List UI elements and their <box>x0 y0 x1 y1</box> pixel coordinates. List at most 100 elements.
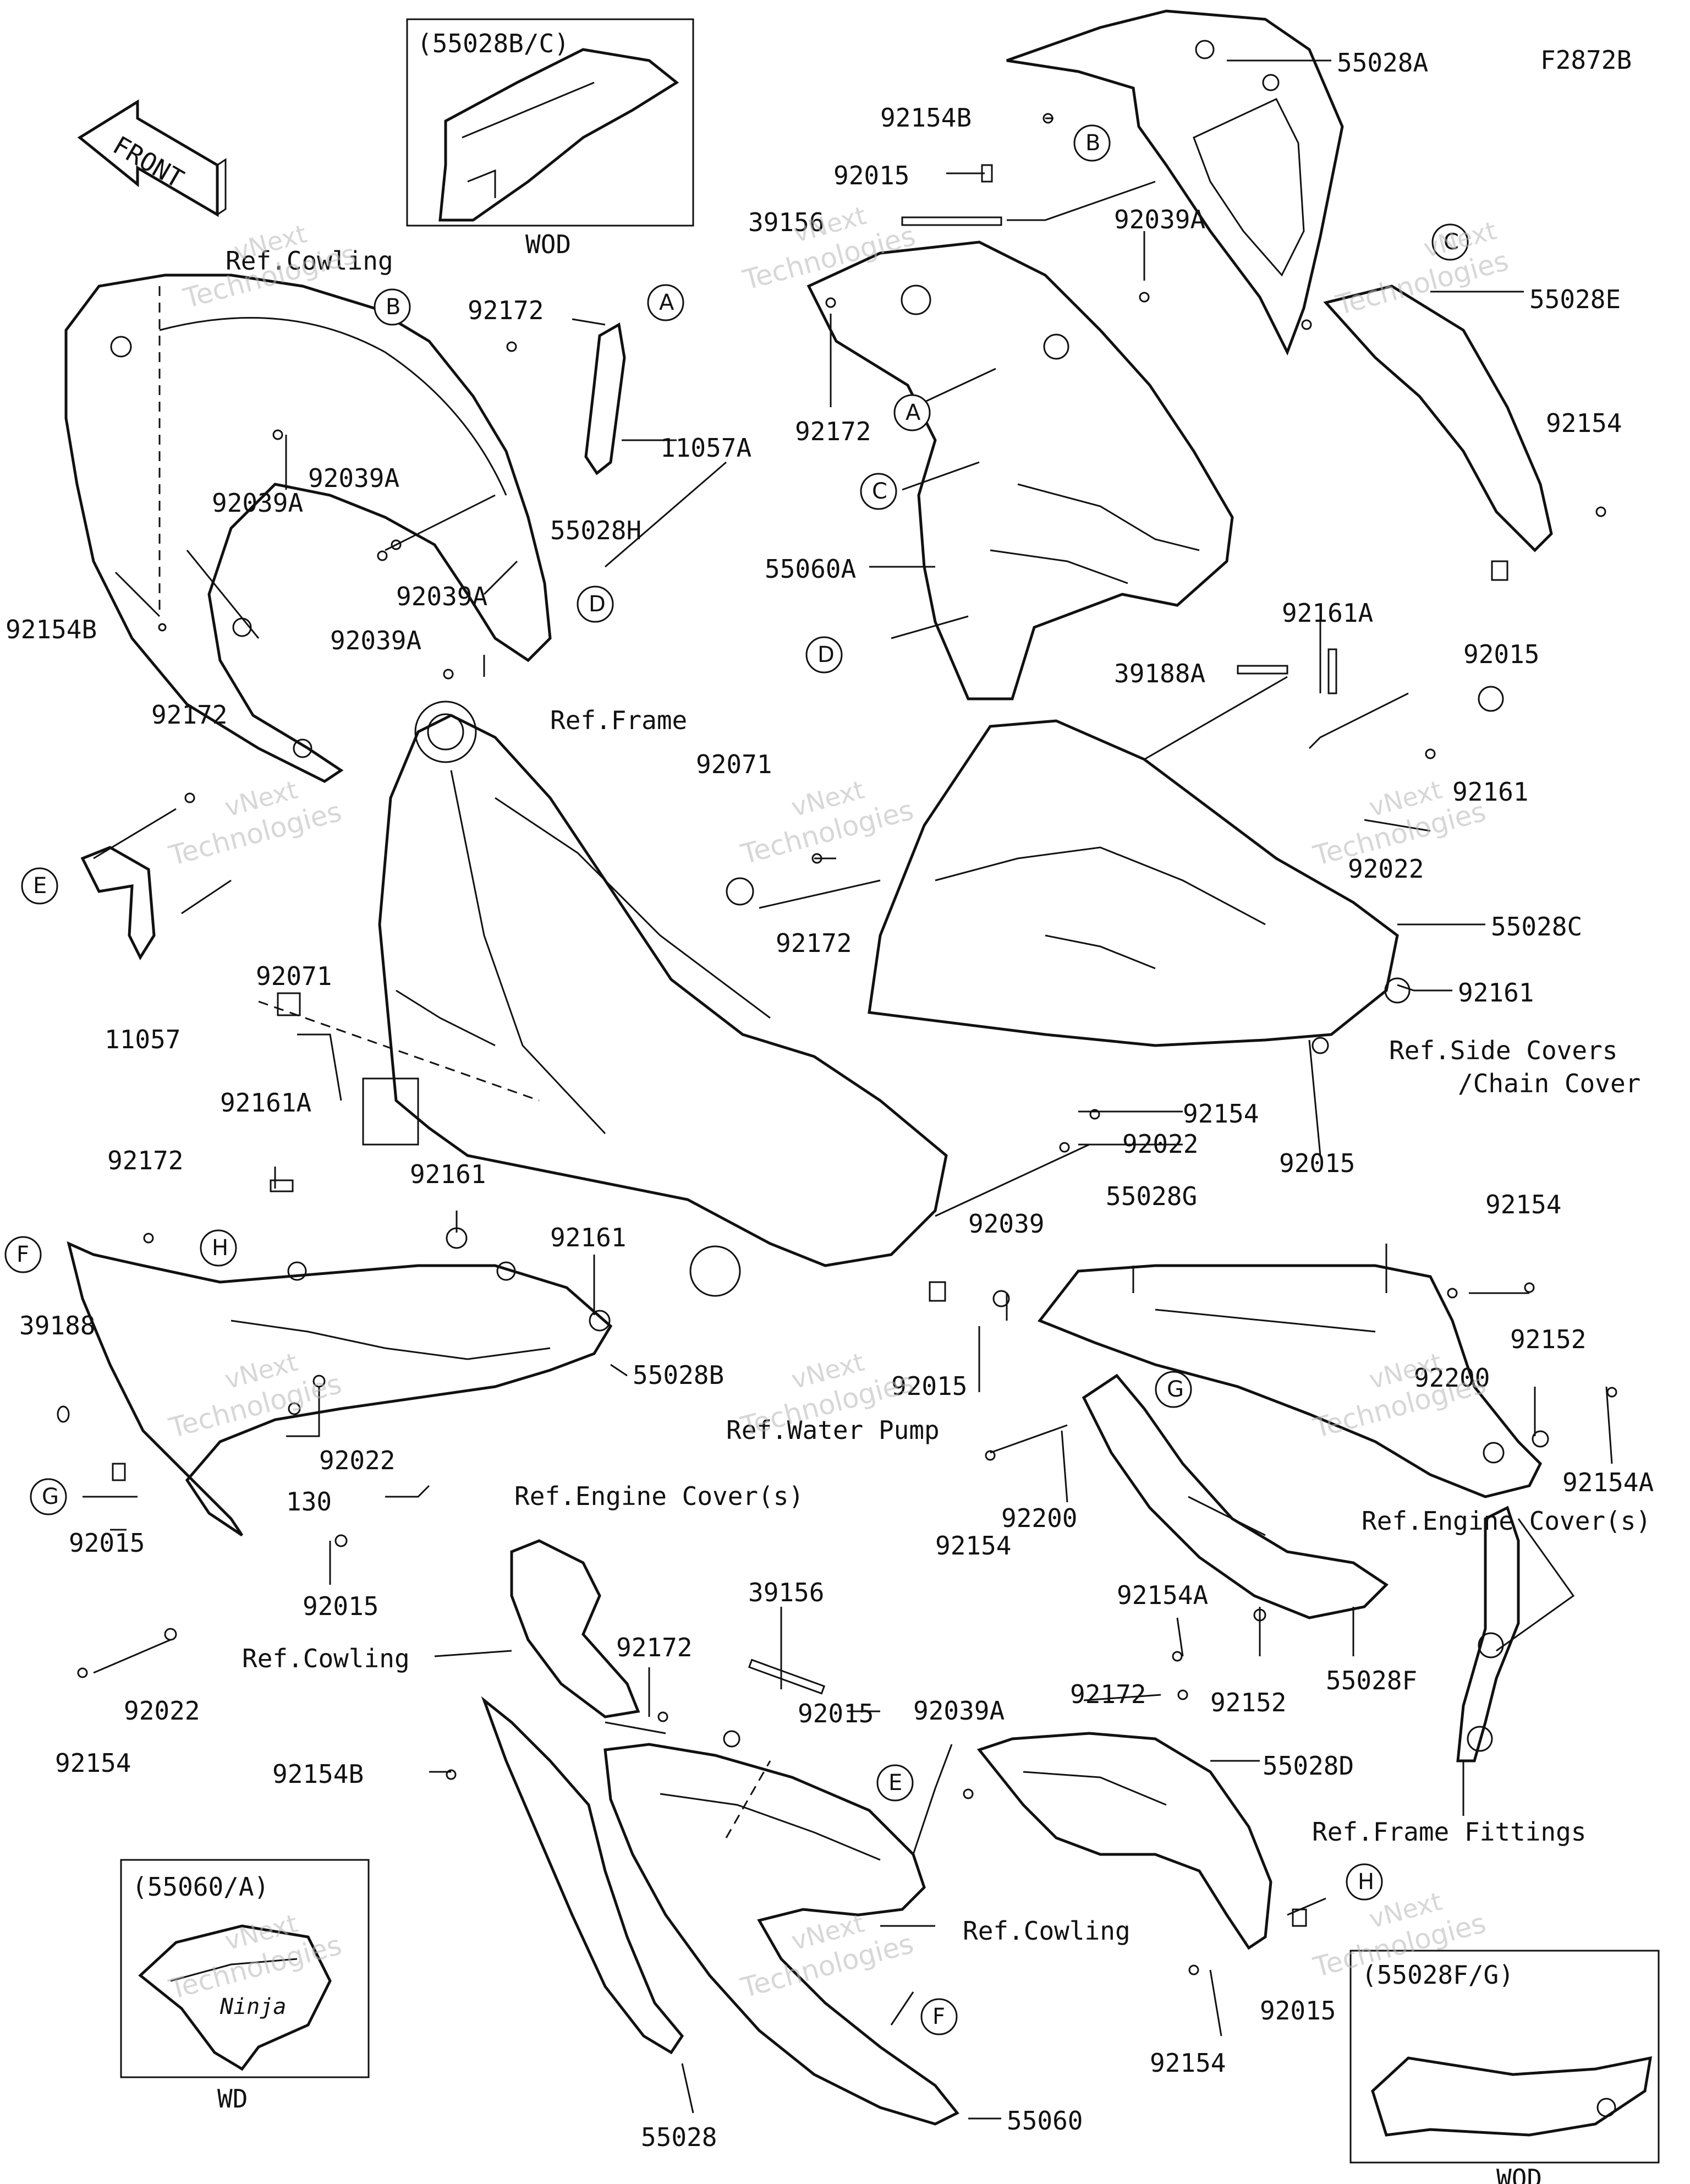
part-label: 55028F <box>1326 1666 1417 1695</box>
cowling-bracket-shape <box>510 1539 640 1718</box>
part-label: 92161 <box>1452 777 1528 807</box>
reference-labels: Ref.Cowling Ref.Frame Ref.Side Covers /C… <box>226 246 1651 1946</box>
callout-d-mid: D <box>805 636 843 674</box>
part-label: 92039A <box>913 1696 1005 1726</box>
callout-b-right: B <box>1073 124 1111 162</box>
svg-text:C: C <box>1444 229 1459 255</box>
part-label: 55028B <box>633 1360 724 1390</box>
svg-text:G: G <box>1167 1377 1184 1402</box>
ref-frame-fittings: Ref.Frame Fittings <box>1312 1817 1587 1847</box>
svg-text:B: B <box>386 294 400 320</box>
svg-text:G: G <box>42 1484 59 1509</box>
part-label: 92039A <box>396 582 487 611</box>
svg-text:B: B <box>1085 130 1100 156</box>
part-label: 92200 <box>1414 1363 1490 1393</box>
frame-shape <box>362 700 948 1297</box>
callout-e-bottom: E <box>876 1764 914 1802</box>
part-55028D-shape <box>976 1732 1272 1950</box>
part-label: 92161 <box>550 1223 626 1252</box>
inset-br-footer: WOD <box>1496 2164 1542 2184</box>
part-55060A-shape <box>806 240 1234 700</box>
callout-c-right: C <box>1431 223 1469 261</box>
diagram-code: F2872B <box>1540 45 1632 75</box>
callout-b-left: B <box>374 288 411 326</box>
callout-a-mid: A <box>893 394 931 431</box>
callout-h-right: H <box>1346 1863 1383 1901</box>
ref-cowling-mid: Ref.Cowling <box>242 1644 410 1673</box>
svg-text:F: F <box>17 1242 29 1267</box>
leader-lines <box>83 59 1613 2120</box>
part-label: 92039A <box>212 488 303 518</box>
part-label: 92172 <box>468 295 544 325</box>
inset-top: (55028B/C) WOD <box>406 18 694 259</box>
part-55060-shape <box>603 1743 959 2126</box>
part-label: 92154A <box>1562 1468 1654 1497</box>
inset-top-footer: WOD <box>525 229 571 259</box>
part-label: 92039 <box>968 1209 1044 1239</box>
part-label: 92154 <box>1150 2048 1226 2078</box>
part-label: 92200 <box>1001 1503 1077 1533</box>
part-label: 92071 <box>696 749 772 779</box>
part-label: 92152 <box>1510 1324 1586 1354</box>
part-label: 92022 <box>124 1696 200 1726</box>
part-label: 92015 <box>1260 1996 1336 2026</box>
part-label: 55028 <box>641 2122 717 2152</box>
part-label: 92154B <box>6 615 97 644</box>
part-label: 92022 <box>1348 854 1424 884</box>
part-label: 55028E <box>1529 284 1621 314</box>
inset-bl-header: (55060/A) <box>132 1872 269 1902</box>
part-label: 55028C <box>1491 912 1582 942</box>
svg-text:C: C <box>872 479 887 504</box>
part-label: 55060A <box>765 554 856 584</box>
part-55028F-shape <box>1082 1373 1389 1619</box>
front-arrow-icon: FRONT <box>77 99 227 217</box>
callout-c-mid: C <box>860 473 897 510</box>
part-label: 92154 <box>1485 1190 1561 1219</box>
part-label: 92015 <box>798 1699 874 1728</box>
inset-top-header: (55028B/C) <box>417 29 569 58</box>
part-label: 92015 <box>833 161 909 190</box>
part-label: 92022 <box>319 1446 395 1475</box>
part-label: 92154A <box>1117 1580 1208 1610</box>
ref-cowling-bottom: Ref.Cowling <box>963 1916 1131 1946</box>
part-label: 55028A <box>1337 48 1428 78</box>
callout-h-left: H <box>200 1229 237 1267</box>
svg-text:D: D <box>817 642 835 667</box>
svg-text:H: H <box>212 1235 228 1261</box>
svg-text:E: E <box>33 873 47 899</box>
part-label: 55028D <box>1263 1751 1354 1781</box>
callout-g-left: G <box>30 1478 67 1515</box>
part-label: 92154B <box>272 1759 364 1789</box>
part-label: 92154 <box>935 1531 1011 1561</box>
part-label: 92154 <box>1546 408 1622 438</box>
inset-bottom-left: (55060/A) WD Ninja <box>120 1859 370 2114</box>
inset-bl-footer: WD <box>217 2084 248 2114</box>
svg-text:A: A <box>659 290 674 315</box>
part-label: 92161A <box>220 1088 311 1118</box>
part-label: 92015 <box>1279 1148 1355 1178</box>
ref-water-pump: Ref.Water Pump <box>726 1415 940 1445</box>
part-label: 92172 <box>776 928 852 958</box>
part-label: 92015 <box>303 1591 378 1621</box>
part-label: 55060 <box>1007 2106 1083 2136</box>
ref-side-covers: Ref.Side Covers <box>1389 1036 1617 1065</box>
part-label: 130 <box>286 1487 332 1517</box>
part-label: 92172 <box>795 417 871 446</box>
bracket-11057A-shape <box>584 322 626 475</box>
inset-br-header: (55028F/G) <box>1362 1960 1514 1990</box>
callout-a-upper: A <box>647 284 684 321</box>
part-label: 92039A <box>1114 205 1205 234</box>
part-label: 92154 <box>1183 1099 1259 1129</box>
part-label: 92152 <box>1210 1688 1286 1717</box>
ref-cowling-top: Ref.Cowling <box>226 246 393 276</box>
part-labels: 92154B 55028A 92015 39156 92039A 92172 5… <box>6 48 1654 2152</box>
part-55028H-shape <box>64 273 552 783</box>
callout-e-left: E <box>21 867 58 905</box>
part-label: 11057 <box>105 1025 180 1054</box>
part-label: 55028H <box>550 516 641 545</box>
part-label: 92161A <box>1282 598 1373 628</box>
part-label: 92071 <box>256 961 332 991</box>
bracket-11057-shape <box>80 846 156 961</box>
part-label: 39156 <box>748 1578 824 1607</box>
